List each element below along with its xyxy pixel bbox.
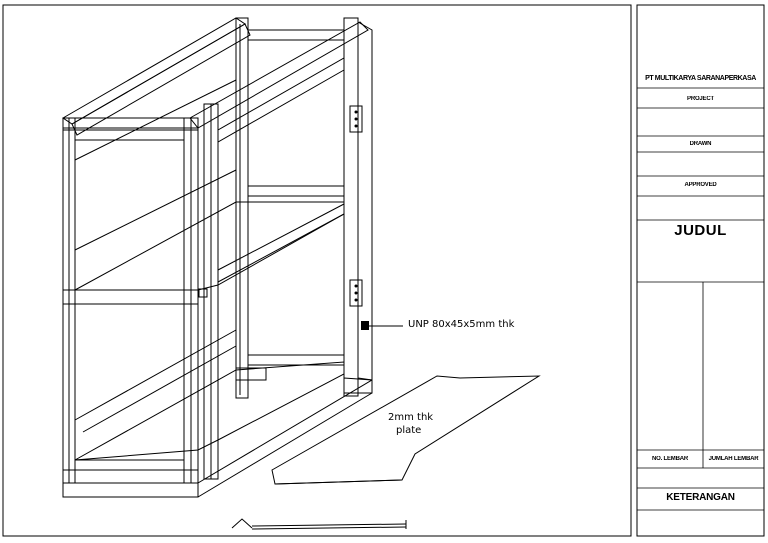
unp-label: UNP 80x45x5mm thk bbox=[408, 319, 515, 330]
title-block-grid bbox=[637, 87, 764, 511]
top-rail-side bbox=[189, 21, 369, 129]
drawn-label: DRAWN bbox=[689, 141, 712, 147]
title-label: JUDUL bbox=[674, 222, 727, 239]
front-bottom-beam bbox=[62, 469, 199, 484]
drawing-frame bbox=[2, 4, 632, 537]
hinges bbox=[198, 105, 363, 307]
plate-label-line2: plate bbox=[396, 425, 422, 436]
front-top-beam bbox=[62, 117, 199, 131]
back-mid-beam bbox=[247, 185, 345, 197]
drawing-no-label: NO. LEMBAR bbox=[652, 456, 688, 462]
section-symbol bbox=[231, 518, 407, 530]
hinge-lower bbox=[349, 279, 363, 307]
company-name: PT MULTIKARYA SARANAPERKASA bbox=[645, 75, 756, 82]
bottom-bracket bbox=[235, 367, 267, 381]
side-beam-mid bbox=[74, 201, 345, 291]
plate-label-line1: 2mm thk bbox=[388, 412, 434, 423]
hinge-upper bbox=[349, 105, 363, 133]
side-beam-low bbox=[74, 361, 345, 461]
latch bbox=[198, 288, 208, 298]
rack-frame bbox=[62, 17, 373, 498]
back-low-beam bbox=[247, 354, 345, 366]
unp-section-marker bbox=[361, 321, 369, 330]
back-left-post bbox=[235, 17, 249, 399]
front-middle-beam bbox=[62, 289, 199, 305]
back-right-post bbox=[343, 17, 359, 397]
remarks-label: KETERANGAN bbox=[666, 492, 735, 503]
back-top-beam bbox=[247, 29, 345, 41]
approved-label: APPROVED bbox=[684, 182, 717, 188]
project-label: PROJECT bbox=[687, 96, 714, 102]
sheet-count-label: JUMLAH LEMBAR bbox=[708, 456, 759, 462]
title-block-frame bbox=[636, 4, 765, 537]
side-beam-upper bbox=[217, 57, 345, 143]
base-channel bbox=[62, 482, 199, 498]
